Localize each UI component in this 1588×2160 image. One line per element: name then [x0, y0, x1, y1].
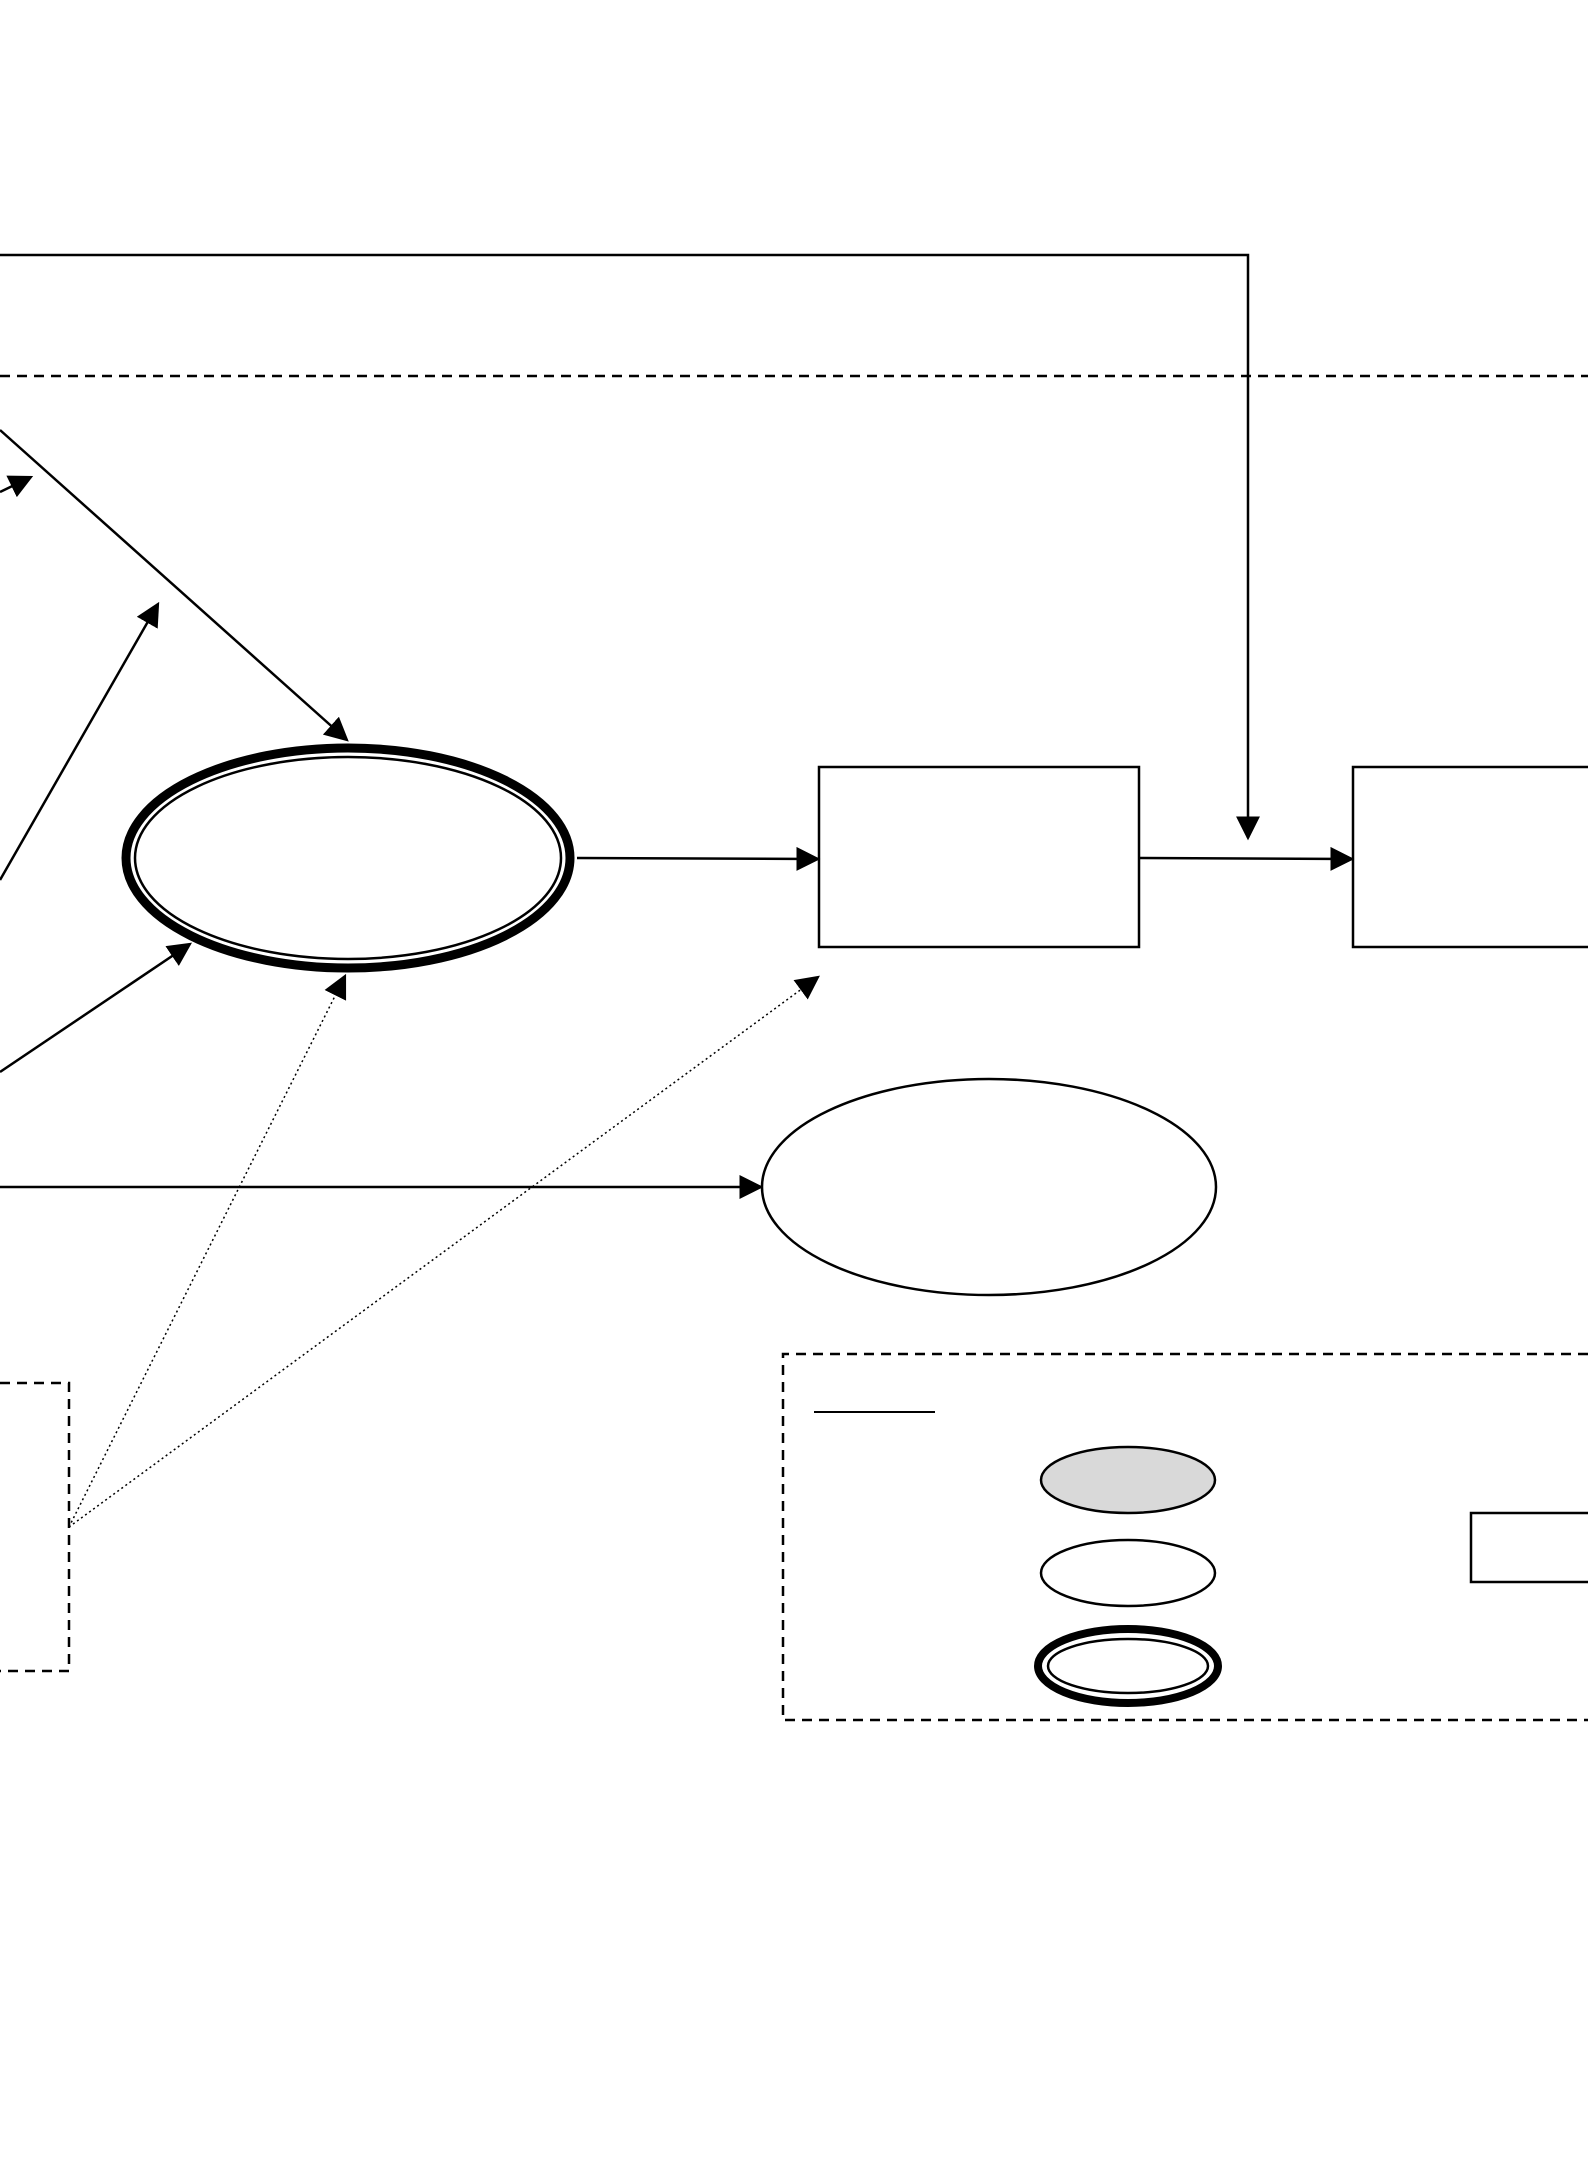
lower-arrow-to-central: [0, 942, 192, 1074]
rising-arrow: [0, 601, 160, 881]
legend-double-ellipse: [1034, 1625, 1222, 1707]
moderator-to-central-arrow: [68, 973, 347, 1528]
process-box-2: [1351, 765, 1588, 949]
diagonal-arrow-to-central: [0, 429, 349, 742]
central-construct: [121, 743, 575, 973]
top-feedback-arrow: [0, 253, 1260, 841]
moderator-to-link-arrow: [68, 975, 820, 1528]
box1-to-box2-arrow: [1138, 846, 1355, 871]
process-box-1: [817, 765, 1141, 949]
legend-rectangle: [1469, 1511, 1588, 1584]
legend-box: [781, 1352, 1588, 1722]
legend-plain-ellipse: [1039, 1538, 1217, 1608]
central-to-box1-arrow: [576, 846, 821, 871]
legend-shaded-ellipse: [1039, 1445, 1217, 1515]
short-arrow-upper-left: [0, 475, 34, 498]
moderator-box: [0, 1381, 71, 1673]
lower-construct: [760, 1077, 1218, 1297]
